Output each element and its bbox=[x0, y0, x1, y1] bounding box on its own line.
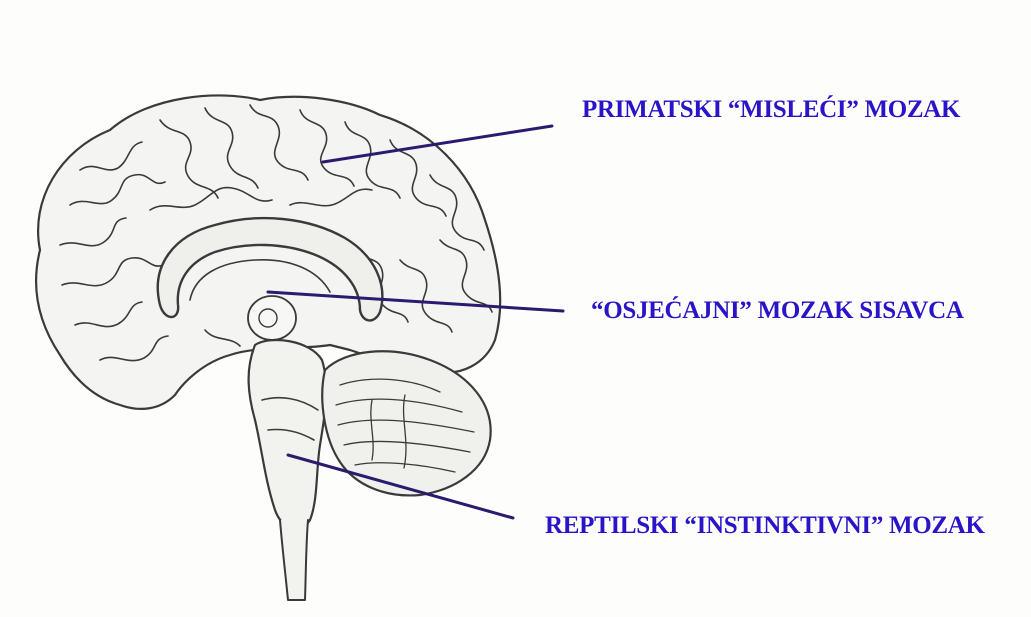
label-reptilian-brain: REPTILSKI “INSTINKTIVNI” MOZAK bbox=[545, 513, 985, 538]
label-emotional-brain: “OSJEĆAJNI” MOZAK SISAVCA bbox=[591, 298, 964, 323]
label-thinking-brain: PRIMATSKI “MISLEĆI” MOZAK bbox=[582, 97, 960, 122]
thalamus bbox=[248, 296, 296, 340]
spinal-cord bbox=[280, 520, 308, 600]
brainstem bbox=[249, 340, 327, 529]
brain-illustration bbox=[36, 95, 500, 600]
